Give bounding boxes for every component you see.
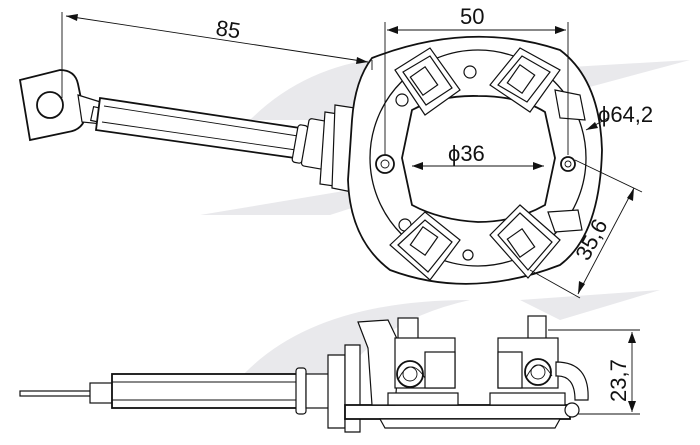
brush-holder-top-right [489,47,586,121]
side-view [19,315,589,433]
terminal-strip [19,390,101,397]
dimension-85: 85 [61,12,373,98]
dim-50-label: 50 [460,4,484,29]
mount-hole-left [375,154,395,174]
dim-23-7-label: 23,7 [606,359,631,402]
side-cable [111,373,298,409]
dimension-36: ϕ36 [412,141,544,170]
dim-85-label: 85 [214,15,242,43]
dim-36-label: ϕ36 [448,141,485,166]
inner-bore [401,95,556,223]
dimension-23-7: 23,7 [548,329,640,415]
brush-holder-bottom-left [389,211,461,281]
dim-64-2-label: ϕ64,2 [598,102,653,127]
top-view [18,35,603,285]
mount-hole-right [560,156,576,172]
brush-holder-bottom-right [489,204,583,279]
dimension-50: 50 [384,4,569,155]
side-base-plate [344,404,571,420]
dimension-64-2: ϕ64,2 [585,102,653,131]
lug-hole [36,91,64,119]
brush-holder-top-left [394,47,461,116]
